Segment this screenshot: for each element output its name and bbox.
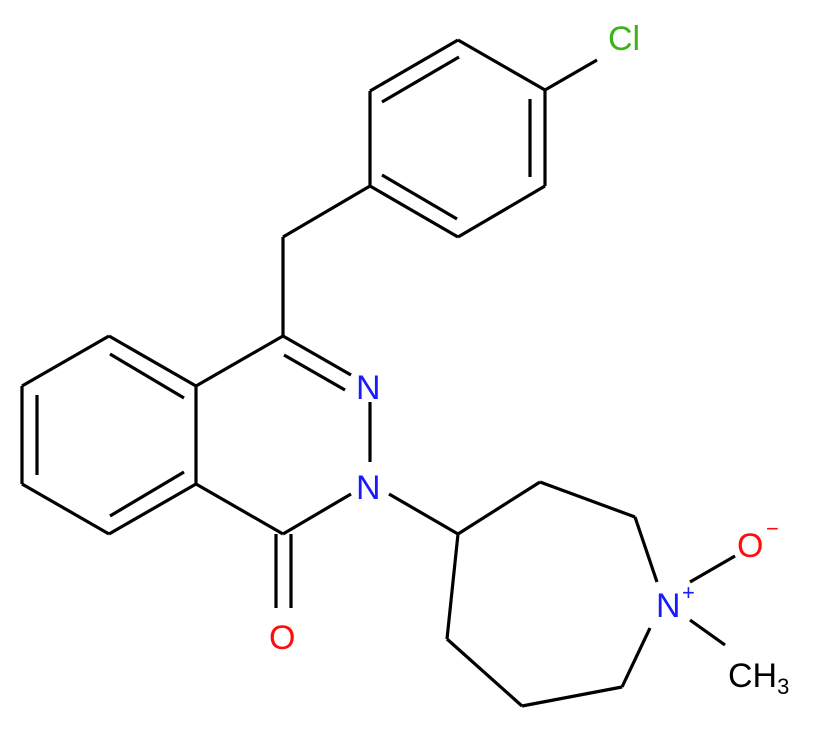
nitrogen-label-ring: N <box>356 369 381 407</box>
nitrogen-label-oxide: N <box>656 587 681 625</box>
negative-charge: − <box>766 516 779 541</box>
bond-ring-d <box>457 184 546 239</box>
bond-benzo-d <box>21 482 110 536</box>
bond-c4-n3-inner <box>283 353 346 392</box>
bond-az-6 <box>445 637 524 708</box>
bond-n2-azepane <box>388 492 459 536</box>
bond-ring-ch2 <box>282 184 371 239</box>
bond-ring-e <box>369 184 459 239</box>
bond-n-o <box>689 554 736 584</box>
bond-az-4 <box>620 627 652 688</box>
bond-az-2 <box>539 480 636 519</box>
methyl-subscript: 3 <box>777 674 789 699</box>
bond-ring-a <box>369 38 459 93</box>
bond-c4-n3 <box>282 334 352 377</box>
positive-charge: + <box>682 580 695 605</box>
bonds <box>20 38 736 708</box>
atom-labels: Cl N N O N + O − CH3 <box>269 20 789 699</box>
bond-az-3 <box>633 516 659 583</box>
bond-ring-b <box>457 38 546 92</box>
bond-c4a-c4 <box>195 334 284 388</box>
oxygen-label-oxide: O <box>737 527 763 565</box>
methyl-symbol: CH <box>728 657 777 695</box>
bond-benzo-b <box>21 334 110 388</box>
bond-c1-c8a <box>195 482 284 536</box>
bond-c-cl <box>544 58 598 92</box>
nitrogen-label-amide: N <box>356 469 381 507</box>
chlorine-label: Cl <box>608 20 640 58</box>
bond-ring-e-inner <box>381 173 458 221</box>
oxygen-label-carbonyl: O <box>269 619 295 657</box>
bond-az-1 <box>457 480 541 536</box>
bond-ring-a-inner <box>381 55 460 104</box>
bond-az-7 <box>445 533 460 640</box>
bond-benzo-e <box>108 482 197 536</box>
bond-az-5 <box>521 685 623 708</box>
methyl-label: CH3 <box>728 657 789 699</box>
bond-benzo-a <box>108 334 197 388</box>
bond-benzo-a-inner <box>109 352 185 400</box>
bond-n2-c1 <box>282 492 352 536</box>
bond-n-me <box>689 618 726 647</box>
bond-benzo-e-inner <box>109 470 185 518</box>
